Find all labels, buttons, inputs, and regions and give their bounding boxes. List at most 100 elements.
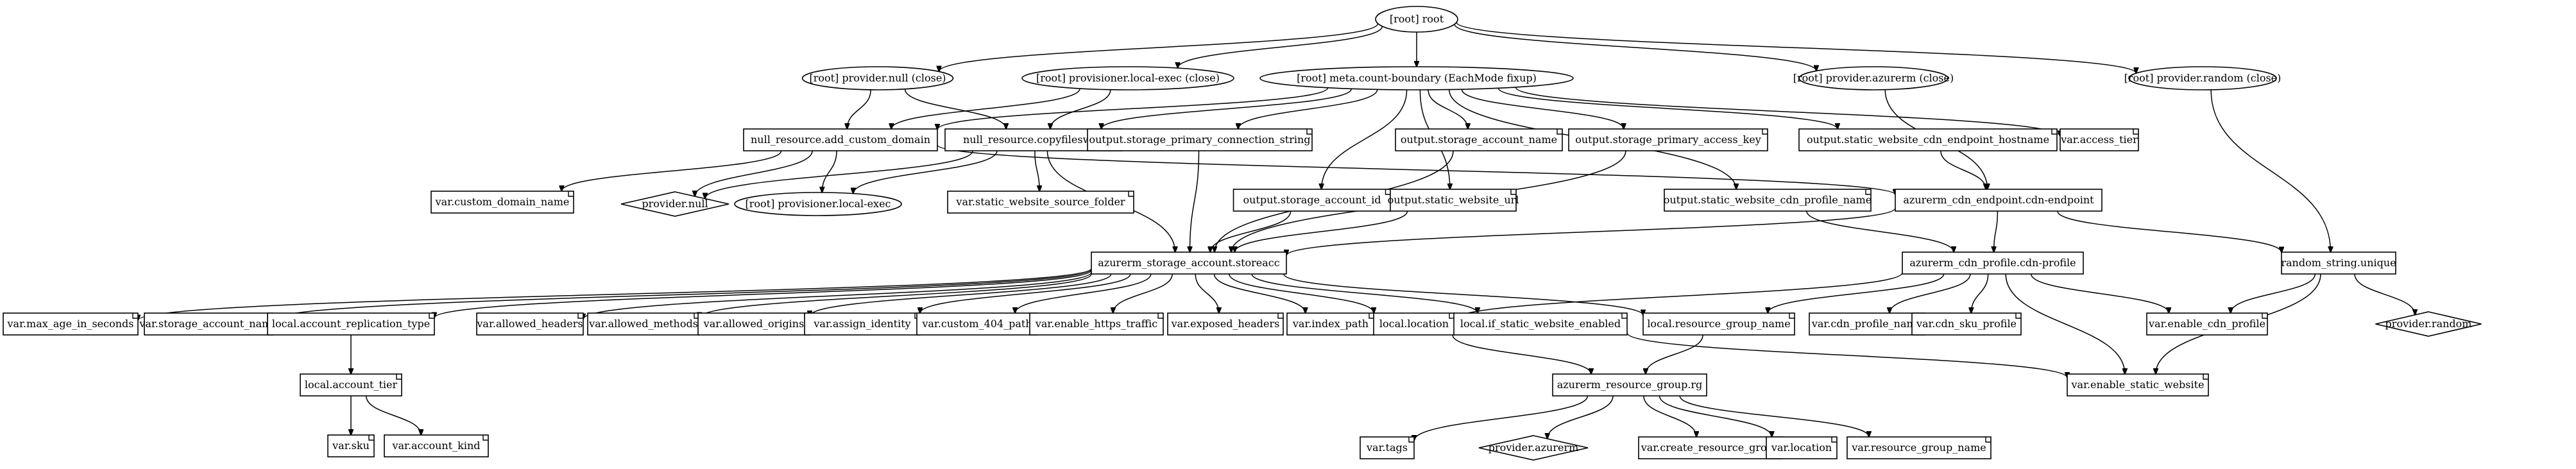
edge-meta-to-out-conn bbox=[1238, 89, 1378, 129]
node-label: provider.azurerm bbox=[1488, 441, 1579, 454]
edge-cdn-profile-to-var-enable-cdn bbox=[2031, 273, 2169, 313]
edge-nr-copy-to-var-src-folder bbox=[1034, 150, 1039, 191]
edge-storage-to-loc-location bbox=[1229, 273, 1374, 313]
edge-storage-to-var-sa-name bbox=[273, 268, 1092, 320]
note-fold-icon bbox=[1510, 189, 1516, 195]
edge-cdn-profile-to-var-static bbox=[2005, 273, 2125, 374]
edge-meta-to-out-acc-name bbox=[1428, 89, 1468, 129]
note-fold-icon bbox=[1369, 313, 1374, 319]
note-fold-icon bbox=[1449, 313, 1454, 319]
note-fold-icon bbox=[429, 313, 434, 319]
node-label: [root] provider.azurerm (close) bbox=[1793, 72, 1954, 84]
node-label: var.index_path bbox=[1292, 318, 1369, 330]
node-label: local.account_tier bbox=[305, 379, 398, 391]
node-out-cdn-host: output.static_website_cdn_endpoint_hostn… bbox=[1798, 128, 2058, 151]
edge-loc-if-static-to-var-static bbox=[1626, 332, 2067, 378]
note-fold-icon bbox=[2203, 374, 2208, 380]
node-shape-note bbox=[1766, 436, 1838, 459]
node-shape-note bbox=[431, 191, 574, 214]
node-shape-note bbox=[327, 434, 375, 457]
node-shape-note bbox=[1087, 128, 1313, 151]
edge-root-to-prov-random-close bbox=[1456, 22, 2136, 74]
note-fold-icon bbox=[396, 374, 402, 380]
edge-out-acc-id-to-storage bbox=[1210, 210, 1292, 252]
node-nr-domain: null_resource.add_custom_domain bbox=[743, 128, 938, 151]
note-fold-icon bbox=[1385, 189, 1391, 195]
node-out-acc-name: output.storage_account_name bbox=[1395, 128, 1563, 151]
node-shape-box bbox=[743, 128, 938, 151]
edge-storage-to-loc-repl bbox=[434, 269, 1092, 318]
node-shape-note bbox=[476, 312, 584, 336]
node-shape-note bbox=[697, 312, 810, 336]
edge-nr-copy-to-prov-localexec-node bbox=[853, 150, 998, 194]
edge-cdn-endpoint-to-random bbox=[2057, 210, 2282, 253]
edge-nr-domain-to-prov-localexec-node bbox=[822, 150, 837, 192]
edge-rg-to-var-rg-name bbox=[1679, 395, 1869, 437]
node-loc-if-static: local.if_static_website_enabled bbox=[1453, 312, 1628, 336]
edge-storage-to-var-allowed-headers bbox=[583, 271, 1092, 319]
node-shape-note bbox=[1029, 312, 1164, 336]
edge-storage-to-loc-rg-name bbox=[1283, 273, 1643, 315]
node-shape-note bbox=[2146, 312, 2268, 336]
note-fold-icon bbox=[1985, 437, 1991, 443]
node-label: output.storage_account_name bbox=[1401, 133, 1557, 146]
node-shape-note bbox=[916, 312, 1038, 336]
edge-out-cdn-host-to-cdn-endpoint bbox=[1940, 150, 1986, 189]
node-label: local.resource_group_name bbox=[1647, 318, 1790, 330]
note-fold-icon bbox=[1277, 313, 1283, 319]
node-label: var.custom_404_path bbox=[921, 318, 1032, 330]
node-var-assign-identity: var.assign_identity bbox=[804, 312, 921, 336]
node-label: var.custom_domain_name bbox=[435, 196, 570, 208]
node-shape-note bbox=[1286, 312, 1375, 336]
node-label: var.access_tier bbox=[2060, 133, 2138, 146]
node-shape-note bbox=[1664, 189, 1872, 212]
node-var-cdn-sku: var.cdn_sku_profile bbox=[1911, 312, 2022, 336]
node-label: output.storage_primary_access_key bbox=[1575, 133, 1761, 146]
edge-loc-location-to-rg bbox=[1452, 334, 1591, 374]
node-var-enable-cdn: var.enable_cdn_profile bbox=[2146, 312, 2268, 336]
edge-storage-to-var-exposed bbox=[1195, 273, 1219, 313]
edge-storage-to-var-https bbox=[1113, 273, 1173, 313]
edge-loc-tier-to-var-kind bbox=[366, 395, 421, 435]
node-label: output.storage_account_id bbox=[1243, 194, 1381, 206]
edge-meta-to-var-access-tier bbox=[1515, 87, 2060, 137]
edge-out-web-url-to-storage bbox=[1235, 210, 1408, 252]
edge-cdn-endpoint-to-cdn-profile bbox=[1994, 210, 1999, 252]
node-shape-note bbox=[2060, 128, 2139, 151]
node-shape-ellipse bbox=[1375, 6, 1458, 33]
node-provider-null: provider.null bbox=[620, 191, 729, 217]
node-label: var.allowed_methods bbox=[588, 318, 698, 330]
node-var-custom-domain: var.custom_domain_name bbox=[431, 191, 574, 214]
node-label: azurerm_resource_group.rg bbox=[1557, 379, 1703, 391]
node-var-cdn-profile-name: var.cdn_profile_name bbox=[1809, 312, 1925, 336]
node-label: var.cdn_sku_profile bbox=[1916, 318, 2017, 330]
edge-storage-to-var-allowed-methods bbox=[699, 273, 1092, 318]
node-label: var.location bbox=[1771, 441, 1832, 454]
node-prov-localexec-node: [root] provisioner.local-exec bbox=[734, 192, 902, 216]
node-shape-note bbox=[1809, 312, 1925, 336]
edge-nr-domain-to-cdn-endpoint bbox=[937, 144, 1895, 195]
note-fold-icon bbox=[1621, 313, 1627, 319]
node-label: var.sku bbox=[332, 439, 370, 452]
note-fold-icon bbox=[2015, 313, 2021, 319]
node-label: var.storage_account_name bbox=[139, 318, 277, 330]
node-label: [root] meta.count-boundary (EachMode fix… bbox=[1297, 72, 1537, 84]
node-prov-azurerm-close: [root] provider.azurerm (close) bbox=[1793, 66, 1954, 90]
note-fold-icon bbox=[1831, 437, 1837, 443]
edge-random-to-var-enable-cdn bbox=[2231, 273, 2316, 313]
node-shape-note bbox=[1373, 312, 1455, 336]
edge-loc-rg-name-to-rg bbox=[1646, 334, 1703, 374]
node-shape-diamond bbox=[1478, 435, 1589, 461]
edge-rg-to-provider-azurerm bbox=[1548, 395, 1614, 439]
node-shape-ellipse bbox=[1021, 66, 1234, 90]
edge-cdn-profile-to-loc-location bbox=[1454, 272, 1903, 320]
note-fold-icon bbox=[1557, 129, 1562, 135]
edge-rg-to-var-create-rg bbox=[1643, 395, 1696, 437]
node-label: var.create_resource_group bbox=[1641, 441, 1780, 454]
note-fold-icon bbox=[2133, 129, 2138, 135]
node-shape-note bbox=[3, 312, 139, 336]
node-shape-diamond bbox=[620, 191, 729, 217]
note-fold-icon bbox=[132, 313, 138, 319]
node-label: azurerm_storage_account.storeacc bbox=[1098, 257, 1279, 269]
note-fold-icon bbox=[1128, 191, 1134, 197]
